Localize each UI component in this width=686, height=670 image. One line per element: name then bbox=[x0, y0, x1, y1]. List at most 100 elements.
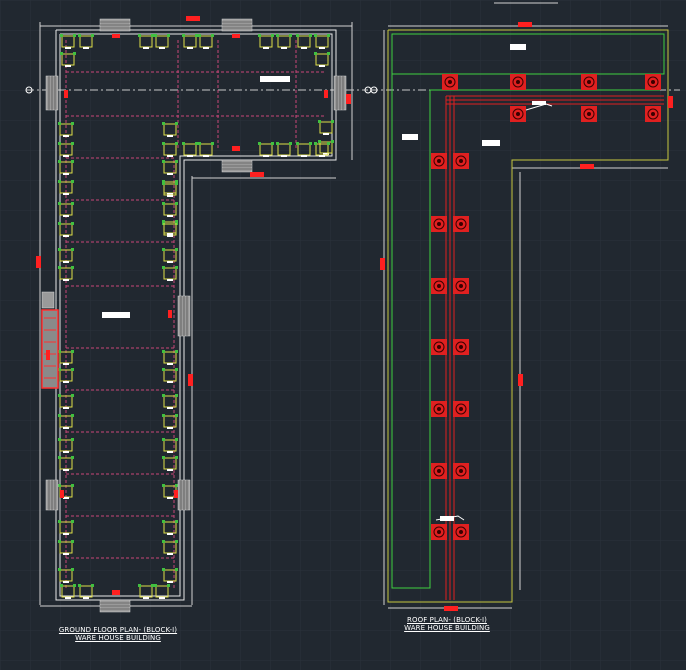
column bbox=[138, 34, 154, 49]
roof-column-pad bbox=[431, 401, 447, 417]
ground-internal-grid bbox=[65, 40, 326, 590]
column bbox=[162, 160, 178, 175]
roof-column-pad bbox=[453, 216, 469, 232]
roof-red-markers bbox=[380, 22, 673, 611]
ground-floor-plan bbox=[25, 16, 372, 613]
ground-ramp bbox=[41, 309, 59, 389]
roof-column-pad bbox=[581, 74, 597, 90]
column bbox=[162, 456, 178, 471]
roof-column-pad bbox=[645, 106, 661, 122]
roof-column-pad bbox=[510, 106, 526, 122]
column bbox=[198, 34, 214, 49]
roof-column-pad bbox=[510, 74, 526, 90]
column bbox=[58, 142, 74, 157]
roof-plan bbox=[370, 2, 680, 611]
column bbox=[78, 34, 94, 49]
column bbox=[58, 160, 74, 175]
column bbox=[162, 438, 178, 453]
column bbox=[154, 584, 170, 599]
roof-column-pad bbox=[431, 524, 447, 540]
column bbox=[162, 394, 178, 409]
roof-plan-title: ROOF PLAN- (BLOCK-I) bbox=[407, 616, 487, 624]
column bbox=[314, 34, 330, 49]
column bbox=[162, 202, 178, 217]
roof-column-pad bbox=[453, 401, 469, 417]
column bbox=[58, 456, 74, 471]
column bbox=[60, 52, 76, 67]
column bbox=[58, 350, 74, 365]
column bbox=[162, 414, 178, 429]
roof-plan-caption: ROOF PLAN- (BLOCK-I) WARE HOUSE BUILDING bbox=[380, 616, 514, 632]
roof-axis-bubble bbox=[370, 86, 378, 94]
column bbox=[162, 266, 178, 281]
column bbox=[58, 520, 74, 535]
column bbox=[162, 540, 178, 555]
roof-column-pad bbox=[453, 339, 469, 355]
column bbox=[258, 142, 274, 157]
ground-columns bbox=[58, 34, 334, 599]
column bbox=[58, 202, 74, 217]
column bbox=[78, 584, 94, 599]
column bbox=[296, 34, 312, 49]
ground-floor-subtitle: WARE HOUSE BUILDING bbox=[75, 634, 161, 642]
roof-outline-green bbox=[391, 33, 665, 589]
column bbox=[58, 540, 74, 555]
column bbox=[318, 140, 334, 155]
roof-column-pad bbox=[431, 278, 447, 294]
column bbox=[296, 142, 312, 157]
roof-outline-yellow bbox=[387, 29, 669, 603]
roof-pads bbox=[431, 74, 661, 540]
column bbox=[314, 52, 330, 67]
column bbox=[162, 350, 178, 365]
column bbox=[58, 394, 74, 409]
roof-plan-subtitle: WARE HOUSE BUILDING bbox=[404, 624, 490, 632]
roof-column-pad bbox=[645, 74, 661, 90]
column bbox=[58, 222, 74, 237]
column bbox=[58, 122, 74, 137]
ground-red-markers bbox=[36, 16, 351, 595]
column bbox=[162, 248, 178, 263]
roof-column-pad bbox=[442, 74, 458, 90]
roof-column-pad bbox=[453, 463, 469, 479]
column bbox=[162, 122, 178, 137]
column bbox=[162, 368, 178, 383]
roof-column-pad bbox=[431, 463, 447, 479]
column bbox=[314, 142, 330, 157]
roof-column-pad bbox=[431, 153, 447, 169]
column bbox=[58, 180, 74, 195]
column bbox=[162, 182, 178, 197]
column bbox=[58, 368, 74, 383]
roof-column-pad bbox=[581, 106, 597, 122]
column bbox=[58, 266, 74, 281]
roof-column-pad bbox=[453, 153, 469, 169]
column bbox=[198, 142, 214, 157]
stair-treads bbox=[48, 21, 344, 610]
column bbox=[162, 568, 178, 583]
column bbox=[138, 584, 154, 599]
column bbox=[276, 34, 292, 49]
column bbox=[162, 142, 178, 157]
column bbox=[318, 120, 334, 135]
column bbox=[182, 142, 198, 157]
column bbox=[58, 568, 74, 583]
ground-room-labels bbox=[102, 76, 290, 318]
column bbox=[60, 34, 76, 49]
roof-column-pad bbox=[431, 216, 447, 232]
column bbox=[58, 248, 74, 263]
column bbox=[58, 438, 74, 453]
ground-walls bbox=[55, 29, 337, 601]
roof-column-pad bbox=[431, 339, 447, 355]
ground-floor-caption: GROUND FLOOR PLAN- (BLOCK-I) WARE HOUSE … bbox=[48, 626, 188, 642]
column bbox=[58, 414, 74, 429]
column bbox=[276, 142, 292, 157]
ground-dimension-lines bbox=[39, 22, 353, 607]
ground-floor-title: GROUND FLOOR PLAN- (BLOCK-I) bbox=[58, 626, 178, 634]
roof-slope-arrows bbox=[435, 103, 553, 521]
column bbox=[60, 584, 76, 599]
column bbox=[162, 220, 178, 235]
axis-bubble-left bbox=[25, 86, 33, 94]
column bbox=[258, 34, 274, 49]
column bbox=[162, 520, 178, 535]
column bbox=[182, 34, 198, 49]
